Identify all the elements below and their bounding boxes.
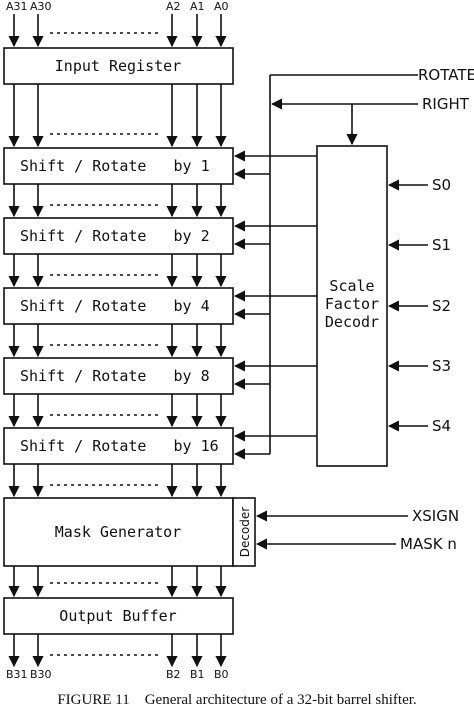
shift-rotate-by-8-block: Shift / Rotate by 8 <box>3 357 234 395</box>
s3-signal-label: S3 <box>432 357 451 375</box>
s4-signal-label: S4 <box>432 417 451 435</box>
right-signal-label: RIGHT <box>422 95 470 113</box>
output-pin-b31: B31 <box>6 668 28 681</box>
shift-rotate-by-8-label: Shift / Rotate by 8 <box>20 367 210 385</box>
mask-n-signal-label: MASK n <box>400 535 457 553</box>
scale-factor-decoder-line-2: Factor <box>325 295 379 313</box>
figure-caption: FIGURE 11 General architecture of a 32-b… <box>57 692 416 708</box>
shift-rotate-by-16-block: Shift / Rotate by 16 <box>3 427 234 465</box>
shift-rotate-by-16-label: Shift / Rotate by 16 <box>20 437 219 455</box>
input-register-block: Input Register <box>3 47 234 85</box>
input-pin-a0: A0 <box>214 0 229 13</box>
right-control-input <box>270 98 418 146</box>
output-buffer-label: Output Buffer <box>59 607 176 625</box>
s2-signal-label: S2 <box>432 297 451 315</box>
mask-generator-block: Mask Generator <box>3 497 234 567</box>
decoder-label: Decoder <box>238 507 252 558</box>
bus-ellipsis-dots <box>50 32 160 656</box>
input-pin-a30: A30 <box>30 0 52 13</box>
scale-decoder-output-arrows <box>233 150 317 442</box>
shift-rotate-by-2-label: Shift / Rotate by 2 <box>20 227 210 245</box>
shift-rotate-by-1-block: Shift / Rotate by 1 <box>3 147 234 185</box>
output-pin-b1: B1 <box>190 668 205 681</box>
s0-signal-label: S0 <box>432 176 451 194</box>
rotate-signal-label: ROTATE <box>418 66 474 84</box>
scale-factor-decoder-line-3: Decodr <box>325 313 379 331</box>
shift-rotate-by-1-label: Shift / Rotate by 1 <box>20 157 210 175</box>
output-pin-labels: B31 B30 B2 B1 B0 <box>6 668 229 681</box>
shift-rotate-by-4-label: Shift / Rotate by 4 <box>20 297 210 315</box>
scale-factor-decoder-block: Scale Factor Decodr <box>316 145 388 467</box>
s1-signal-label: S1 <box>432 236 451 254</box>
input-pin-a31: A31 <box>6 0 28 13</box>
shift-rotate-by-2-block: Shift / Rotate by 2 <box>3 217 234 255</box>
data-bus-arrows <box>8 14 227 668</box>
shift-rotate-by-4-block: Shift / Rotate by 4 <box>3 287 234 325</box>
input-pin-a2: A2 <box>166 0 181 13</box>
scale-select-inputs <box>387 179 428 432</box>
rotate-control-bus <box>233 74 418 460</box>
output-pin-b30: B30 <box>30 668 52 681</box>
scale-factor-decoder-line-1: Scale <box>329 277 374 295</box>
input-pin-labels: A31 A30 A2 A1 A0 <box>6 0 229 13</box>
output-pin-b0: B0 <box>214 668 229 681</box>
xsign-signal-label: XSIGN <box>412 507 459 525</box>
input-pin-a1: A1 <box>190 0 205 13</box>
mask-generator-label: Mask Generator <box>55 523 181 541</box>
input-register-label: Input Register <box>55 57 181 75</box>
output-buffer-block: Output Buffer <box>3 597 234 635</box>
decoder-block: Decoder <box>232 497 256 567</box>
mask-control-inputs <box>255 510 408 550</box>
output-pin-b2: B2 <box>166 668 181 681</box>
